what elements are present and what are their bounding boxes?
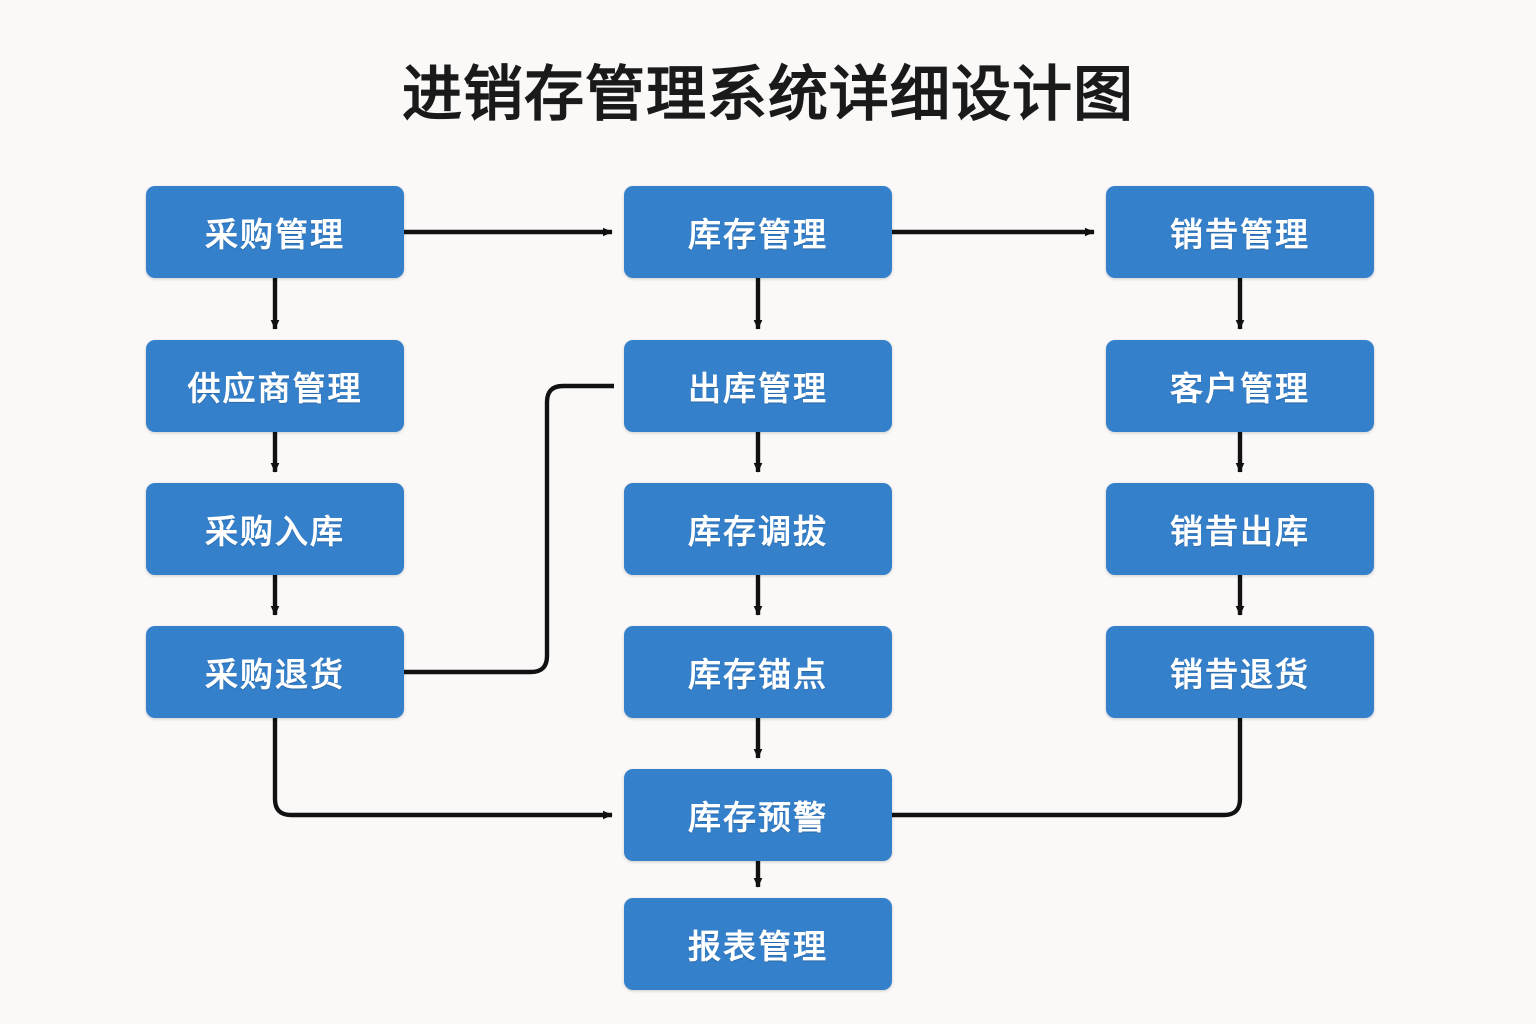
node-label: 客户管理 <box>1170 370 1310 407</box>
node-sales-outbound[interactable]: 销昔出库 <box>1106 483 1374 575</box>
node-sales-management[interactable]: 销昔管理 <box>1106 186 1374 278</box>
edge-preturn-to-alert <box>272 718 613 820</box>
page-title: 进销存管理系统详细设计图 <box>402 61 1134 128</box>
node-purchase-management[interactable]: 采购管理 <box>146 186 404 278</box>
edge-alert-to-salesreturn <box>892 718 1243 818</box>
node-label: 销昔退货 <box>1170 656 1310 693</box>
edge-preturn-to-outbound <box>404 383 614 675</box>
node-label: 采购退货 <box>205 656 345 693</box>
node-inventory-transfer[interactable]: 库存调拔 <box>624 483 892 575</box>
node-supplier-management[interactable]: 供应商管理 <box>146 340 404 432</box>
node-customer-management[interactable]: 客户管理 <box>1106 340 1374 432</box>
node-purchase-return[interactable]: 采购退货 <box>146 626 404 718</box>
node-sales-return[interactable]: 销昔退货 <box>1106 626 1374 718</box>
node-label: 报表管理 <box>688 928 828 965</box>
node-report-management[interactable]: 报表管理 <box>624 898 892 990</box>
node-label: 库存锚点 <box>688 656 828 693</box>
node-label: 销昔出库 <box>1170 513 1310 550</box>
node-inventory-alert[interactable]: 库存预警 <box>624 769 892 861</box>
node-label: 库存预警 <box>688 799 828 836</box>
node-label: 出库管理 <box>688 370 828 407</box>
node-purchase-inbound[interactable]: 采购入库 <box>146 483 404 575</box>
node-label: 库存调拔 <box>688 513 828 550</box>
node-label: 采购入库 <box>205 513 345 550</box>
node-outbound-management[interactable]: 出库管理 <box>624 340 892 432</box>
node-inventory-anchor[interactable]: 库存锚点 <box>624 626 892 718</box>
node-inventory-management[interactable]: 库存管理 <box>624 186 892 278</box>
node-label: 供应商管理 <box>187 370 363 407</box>
node-label: 库存管理 <box>688 216 828 253</box>
node-label: 销昔管理 <box>1170 216 1310 253</box>
node-label: 采购管理 <box>205 216 345 253</box>
